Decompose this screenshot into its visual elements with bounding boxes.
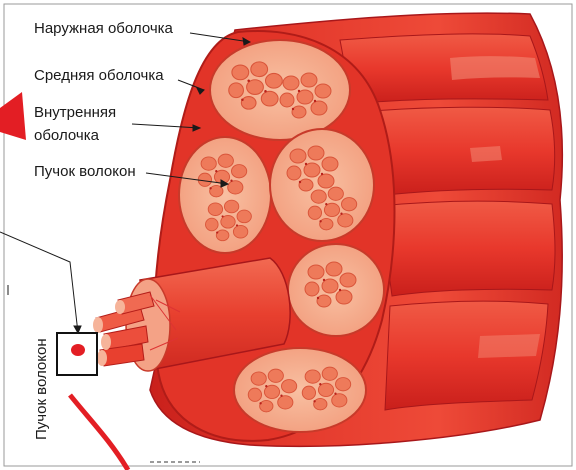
fiber-bundle-bottom bbox=[234, 348, 366, 432]
label-fiber-bundle: Пучок волокон bbox=[34, 163, 136, 180]
fiber-bundle-center bbox=[270, 129, 374, 241]
fiber-bundle-top bbox=[210, 40, 350, 140]
fiber-bundle-right-lower bbox=[288, 244, 384, 336]
arc-decoration-left bbox=[70, 395, 128, 470]
fiber-bundle-left bbox=[179, 137, 271, 253]
label-middle-sheath: Средняя оболочка bbox=[34, 67, 164, 84]
cross-section bbox=[154, 31, 394, 441]
label-outer-sheath: Наружная оболочка bbox=[34, 20, 174, 37]
label-fiber-bundle-vertical: Пучок волокон bbox=[33, 338, 50, 440]
label-inner-sheath-line1: Внутренняя bbox=[34, 104, 116, 121]
label-inner-sheath-line2: оболочка bbox=[34, 127, 100, 144]
highlight-dot bbox=[71, 344, 85, 356]
